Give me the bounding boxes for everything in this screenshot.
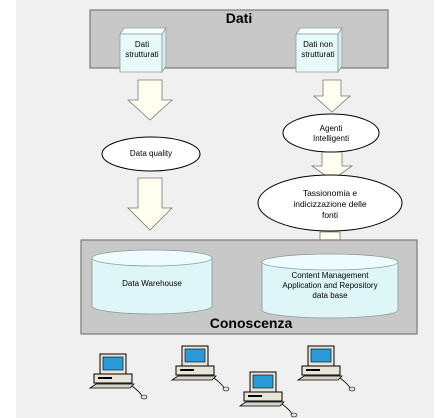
cms-label: Content Management Application and Repos… [282, 271, 378, 300]
ellipse-taxonomy [257, 174, 403, 232]
arrow-structured-to-quality [126, 79, 174, 121]
taxonomy-label: Tassionomia e indicizzazione delle fonti [293, 188, 367, 220]
computer-icon [171, 345, 230, 392]
warehouse-label: Data Warehouse [122, 279, 182, 288]
agents-label: Agenti Intelligenti [312, 124, 350, 143]
arrow-unstructured-to-agents [312, 79, 352, 113]
cylinder-warehouse [91, 249, 213, 315]
ellipse-data-quality [101, 136, 201, 172]
ellipse-agents [282, 113, 380, 153]
computer-icon [297, 345, 356, 392]
computer-icon [239, 371, 298, 418]
arrow-agents-to-taxonomy [310, 151, 354, 181]
cylinder-cms [261, 253, 399, 319]
cube-unstructured-label: Dati non strutturati [301, 40, 335, 59]
data-quality-label: Data quality [129, 149, 173, 158]
cube-structured-label: Dati strutturati [125, 40, 159, 59]
conoscenza-title: Conoscenza [209, 315, 293, 331]
cube-unstructured [295, 26, 343, 74]
computer-icon [89, 353, 148, 400]
dati-title: Dati [225, 10, 253, 26]
cube-structured [119, 26, 167, 74]
arrow-quality-to-warehouse [127, 177, 173, 231]
